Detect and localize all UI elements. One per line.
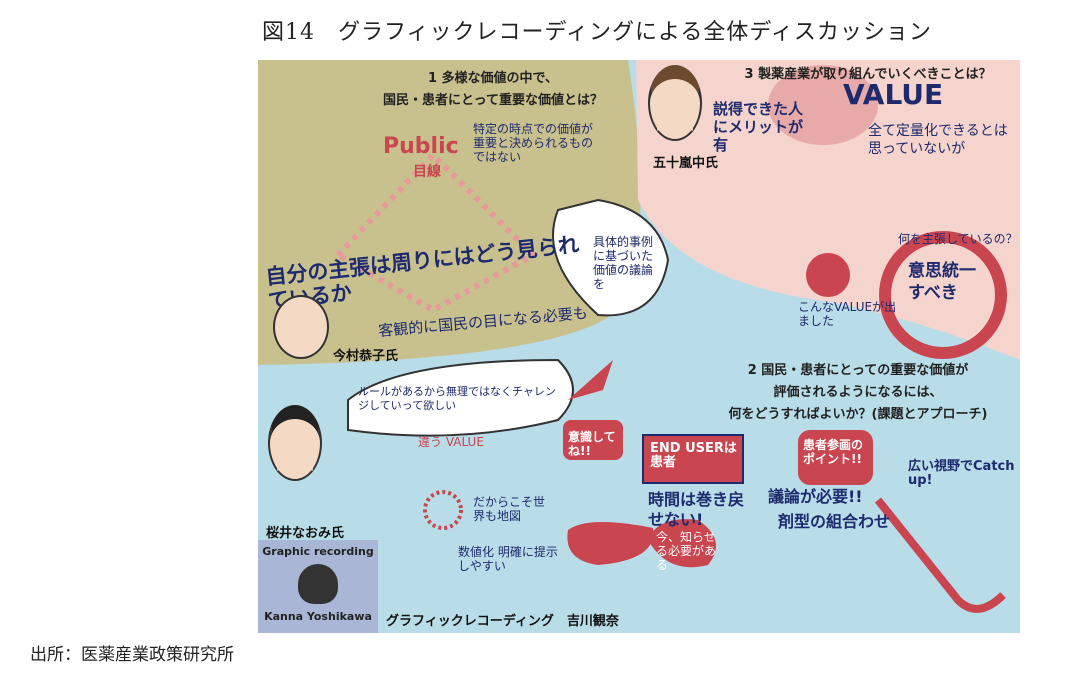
note-enduser: END USERは患者 [650,441,737,470]
note-quant: 全て定量化できるとは思っていないが [868,123,1008,157]
speaker-imamura: 今村恭子氏 [333,349,399,364]
portrait-igarashi [648,65,702,141]
note-time: 時間は巻き戻せない! [648,490,745,529]
speaker-igarashi: 五十嵐中氏 [653,156,719,171]
note-me: 目線 [413,164,441,180]
note-point: 特定の時点での価値が重要と決められるものではない [473,122,594,164]
graphic-recording-illustration: 1 多様な価値の中で、 国民・患者にとって重要な価値とは？ 3 製薬産業が取り組… [258,60,1020,633]
note-public: Public [383,134,459,159]
note-concrete: 具体的事例に基づいた価値の議論を [593,235,654,291]
question-1: 1 多様な価値の中で、 国民・患者にとって重要な価値とは？ [383,71,603,108]
note-patient: 患者参画のポイント!! [803,438,864,466]
note-value: VALUE [843,78,944,111]
note-combo: 剤型の組合わせ [778,512,891,531]
note-wide: 広い視野でCatch up! [908,459,1015,488]
background-regions [258,60,1020,613]
heart-shape [768,65,878,145]
olive-region [258,60,641,365]
note-now: 今、知らせる必要がある [656,530,717,572]
note-intent: 意思統一すべき [908,261,976,303]
circle-mark [879,231,1007,359]
note-what: 何を主張しているの？ [898,232,1018,246]
speech-bubble [552,198,670,317]
note-map: だからこそ世界も地図 [473,495,546,523]
note-came: こんなVALUEが出ました [798,300,897,328]
note-discuss: 議論が必要!! [768,487,863,506]
cat-mascot-icon [298,564,338,604]
credit-caption: グラフィックレコーディング 吉川観奈 [386,614,619,629]
question-3: 3 製薬産業が取り組んでいくべきことは？ [744,67,992,82]
note-persuade: 説得できた人にメリットが有 [713,100,804,154]
note-number: 数値化 明確に提示しやすい [458,545,558,573]
note-kachi: 違う VALUE [418,435,484,449]
note-rule: ルールがあるから無理ではなくチャレンジしていって欲しい [358,385,556,412]
figure-title: 図14 グラフィックレコーディングによる全体ディスカッション [262,20,932,45]
portrait-imamura [273,295,329,359]
pink-region [636,60,1020,360]
graphic-recording-badge: Graphic recording Kanna Yoshikawa [258,540,378,633]
speaker-sakurai: 桜井なおみ氏 [266,526,345,541]
question-2: 2 国民・患者にとっての重要な価値が 評価されるようになるには、 何をどうすれば… [728,363,988,422]
portrait-sakurai [268,405,322,481]
note-ishiki: 意識してね!! [568,430,616,458]
source-note: 出所：医薬産業政策研究所 [30,645,234,665]
